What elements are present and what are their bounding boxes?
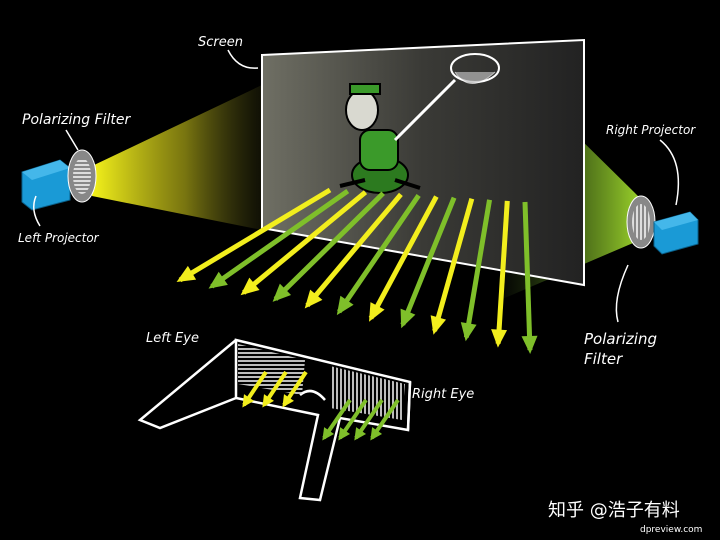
light-arrow-shaft (273, 191, 385, 301)
left-projector-label: Left Projector (18, 231, 100, 245)
lens-arrow-head (282, 394, 294, 408)
light-arrow-head (208, 271, 228, 289)
light-arrow-shaft (432, 198, 475, 332)
right-projector (653, 211, 699, 255)
light-arrow-head (336, 295, 354, 316)
left-eye-label: Left Eye (146, 331, 199, 346)
lens-arrow-head (322, 427, 335, 441)
left-polarizing-filter (67, 149, 97, 203)
lens-arrow-head (242, 394, 254, 408)
light-arrow-shaft (210, 189, 350, 289)
left-projector-beam (92, 85, 262, 230)
light-arrow-head (369, 302, 385, 322)
watermark-text: 知乎 @浩子有料 (548, 500, 680, 521)
lens-arrow-head (354, 427, 367, 441)
lens-arrow-head (338, 427, 351, 441)
light-arrow-head (400, 308, 416, 329)
projection-screen (261, 38, 585, 287)
right-eye-label: Right Eye (412, 387, 474, 402)
light-arrow-shaft (463, 199, 493, 338)
light-arrow-shaft (522, 201, 533, 351)
light-arrow-shaft (242, 190, 368, 295)
light-arrow-shaft (400, 196, 457, 326)
light-arrow-shaft (368, 195, 439, 320)
light-arrow-shaft (495, 200, 510, 344)
light-arrow-head (240, 277, 260, 296)
label-pointers (33, 49, 680, 323)
left-projector (21, 159, 71, 211)
running-character-image (339, 53, 500, 194)
lens-arrows (242, 370, 400, 441)
right-polarizing-filter (626, 195, 656, 249)
right-projector-label: Right Projector (606, 123, 696, 137)
lens-arrow-head (262, 394, 274, 408)
light-arrow-shaft (178, 187, 332, 283)
light-arrow-head (460, 322, 477, 342)
left-filter-label: Polarizing Filter (22, 112, 132, 128)
right-lens (330, 366, 405, 420)
light-arrow-shaft (305, 192, 403, 308)
light-arrow-head (304, 289, 323, 309)
light-arrow-shaft (337, 194, 421, 314)
light-arrow-head (491, 329, 508, 348)
light-arrow-head (272, 283, 292, 302)
left-lens (238, 344, 305, 395)
light-arrow-head (176, 265, 197, 283)
lens-arrow-head (370, 427, 383, 441)
light-arrows (176, 187, 538, 354)
light-arrow-head (430, 315, 447, 335)
screen-label: Screen (198, 35, 243, 50)
light-arrow-head (521, 335, 538, 354)
watermark-site: dpreview.com (640, 525, 702, 535)
right-filter-label-line1: Polarizing (584, 330, 657, 348)
right-filter-label-line2: Filter (584, 350, 623, 368)
